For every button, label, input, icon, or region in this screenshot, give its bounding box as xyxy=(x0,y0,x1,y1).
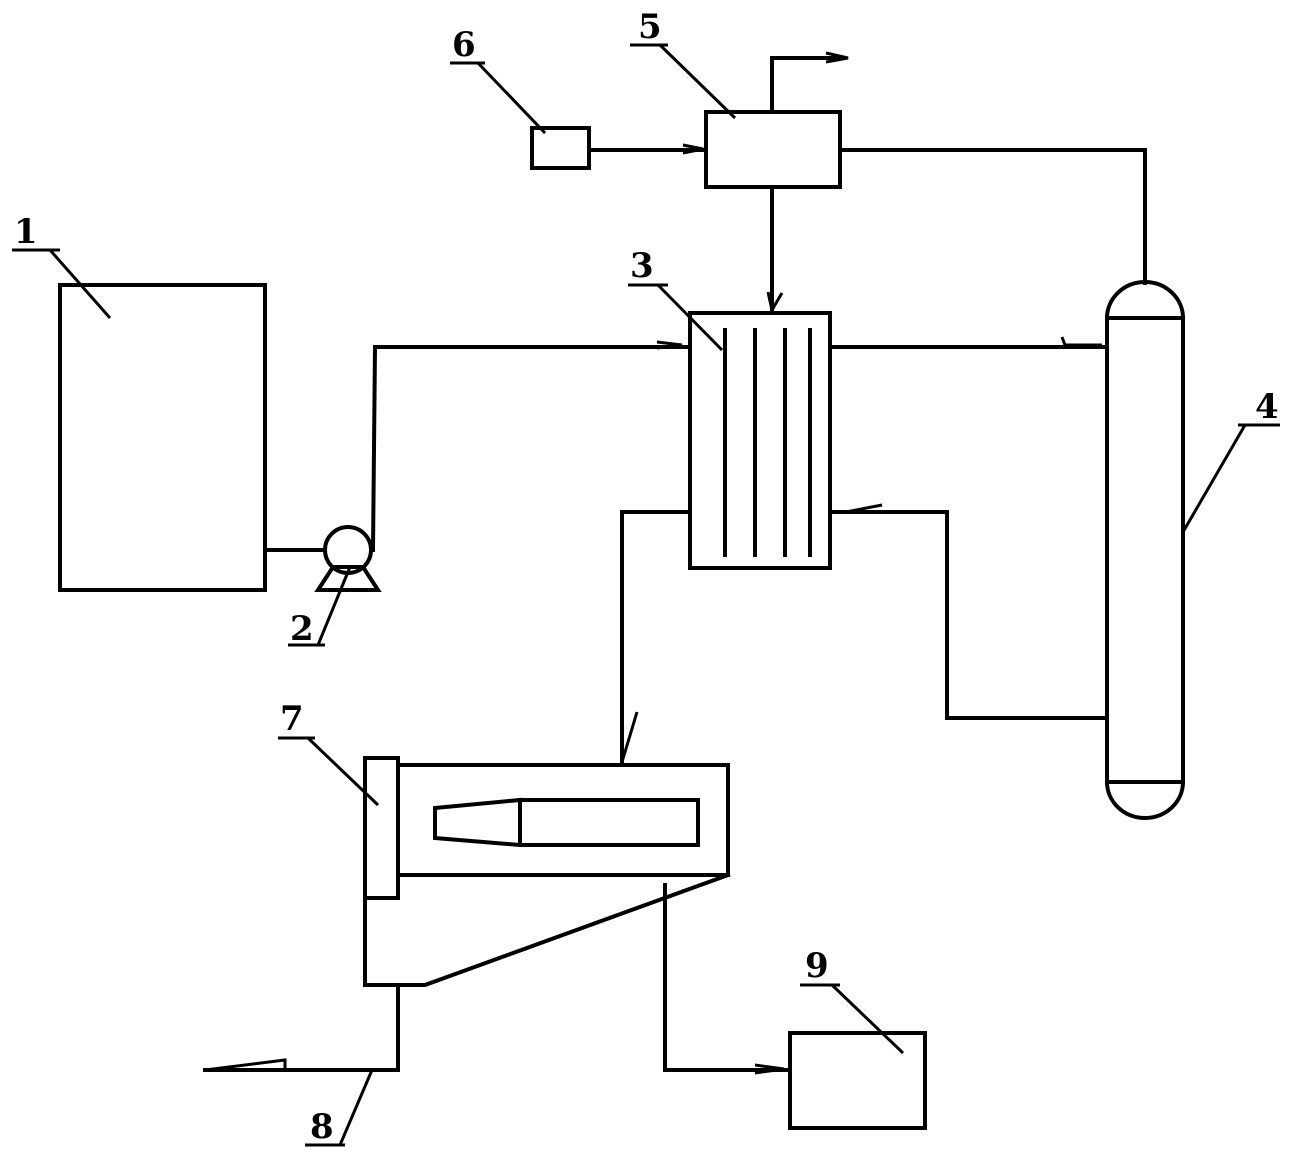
label-9: 9 xyxy=(805,946,829,986)
component-4-column: 4 xyxy=(1105,280,1280,820)
pipe-pump-to-exchanger xyxy=(370,340,692,553)
label-2: 2 xyxy=(290,609,314,649)
pipe-exchanger-to-column xyxy=(828,336,1109,349)
label-4: 4 xyxy=(1255,387,1279,427)
pipe-dryer-to-collector xyxy=(663,883,792,1075)
component-9-collector: 9 xyxy=(788,946,927,1130)
label-5: 5 xyxy=(638,7,662,47)
label-1: 1 xyxy=(14,212,38,252)
label-8: 8 xyxy=(310,1107,334,1147)
label-3: 3 xyxy=(630,246,654,286)
component-2-pump: 2 xyxy=(263,525,382,649)
label-7: 7 xyxy=(280,699,304,739)
component-1-tank: 1 xyxy=(12,212,267,592)
component-5-separator: 5 xyxy=(630,7,1147,315)
pipe-exchanger-to-dryer xyxy=(620,510,692,767)
component-3-heat-exchanger: 3 xyxy=(628,246,832,570)
component-6-dosing-unit: 6 xyxy=(450,25,708,170)
component-7-dryer: 7 xyxy=(278,699,731,987)
pipe-dryer-to-outlet-8: 8 xyxy=(203,983,400,1147)
pipe-column-to-exchanger xyxy=(828,503,1109,720)
label-6: 6 xyxy=(452,25,476,65)
